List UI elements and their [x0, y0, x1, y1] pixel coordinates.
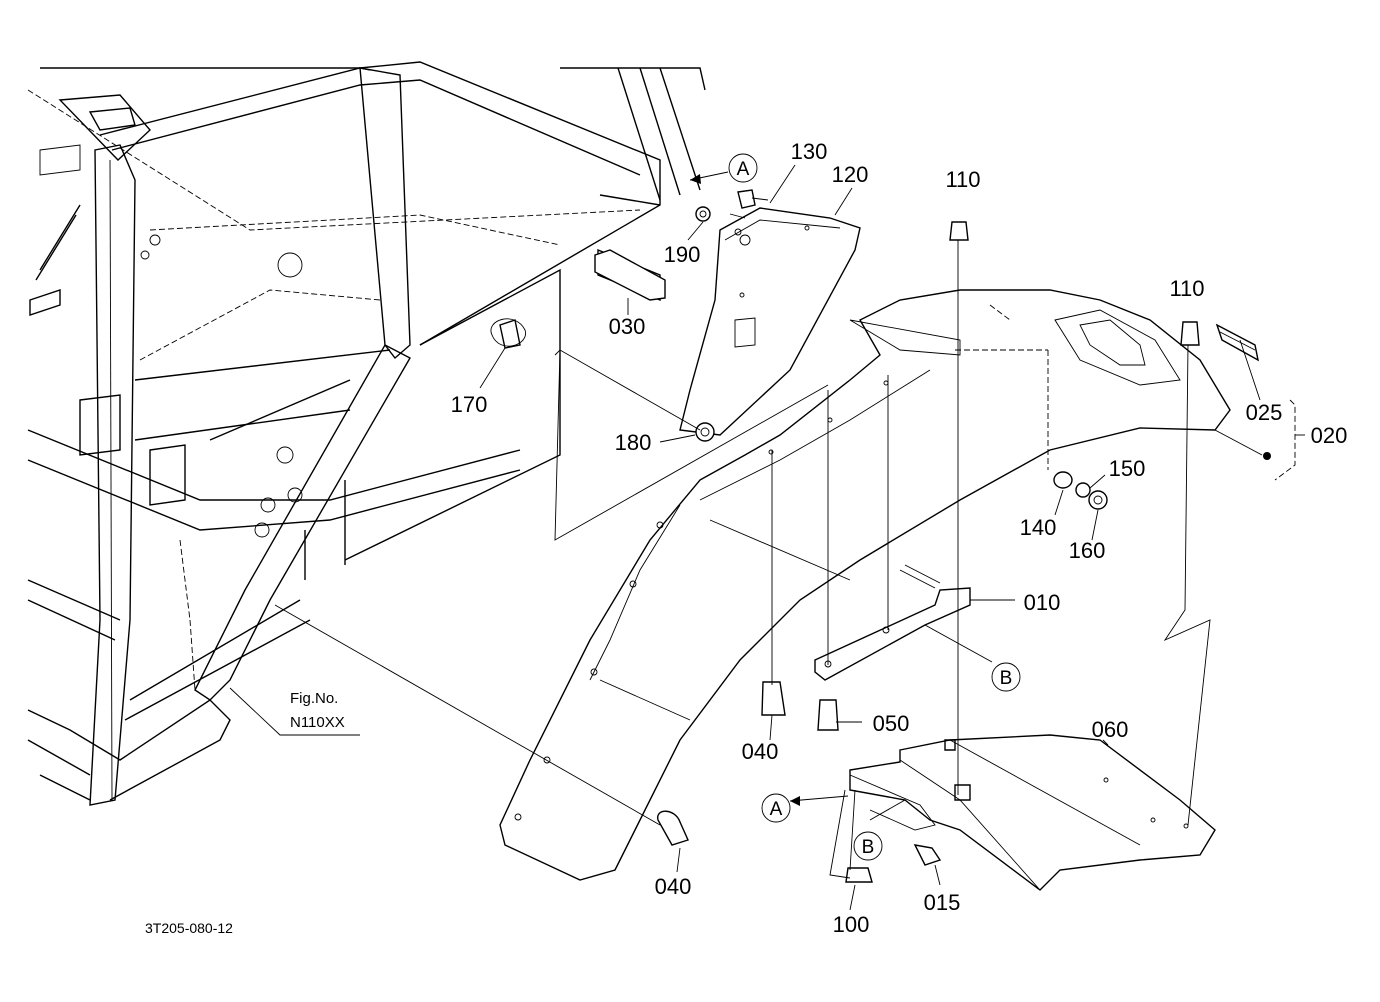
bracket-010	[814, 564, 971, 681]
callout-040-a: 040	[742, 739, 779, 764]
leader-lines	[274, 171, 1263, 879]
marker-a-top: A	[728, 153, 758, 183]
callout-180: 180	[615, 430, 652, 455]
fender-020	[499, 289, 1231, 881]
marker-b-right-text: B	[1000, 668, 1013, 689]
callout-060: 060	[1092, 717, 1129, 742]
callout-040-b: 040	[655, 874, 692, 899]
callout-025: 025	[1246, 400, 1283, 425]
cover-060	[849, 734, 1216, 891]
callout-170: 170	[451, 392, 488, 417]
callout-015: 015	[924, 890, 961, 915]
callout-030: 030	[609, 314, 646, 339]
marker-a-bottom-text: A	[770, 799, 783, 820]
marker-a-bottom: A	[761, 793, 791, 823]
callout-leaders	[229, 164, 1305, 911]
callout-120: 120	[832, 162, 869, 187]
cover-plate-120	[679, 207, 861, 436]
callout-020: 020	[1311, 423, 1348, 448]
fig-ref-label: Fig.No.	[290, 690, 338, 707]
marker-a-top-text: A	[737, 159, 750, 180]
callout-010: 010	[1024, 590, 1061, 615]
marker-b-bottom-text: B	[862, 837, 875, 858]
marker-b-bottom: B	[853, 831, 883, 861]
fig-reference[interactable]: Fig.No. N110XX	[290, 690, 345, 731]
drawing-code: 3T205-080-12	[145, 920, 233, 936]
marker-b-right: B	[991, 662, 1021, 692]
callout-140: 140	[1020, 515, 1057, 540]
callout-110-b: 110	[1169, 276, 1204, 301]
callout-190: 190	[664, 242, 701, 267]
fig-ref-number[interactable]: N110XX	[290, 714, 345, 731]
callout-130: 130	[791, 139, 828, 164]
callout-050: 050	[873, 711, 910, 736]
callout-160: 160	[1069, 538, 1106, 563]
callout-100: 100	[833, 912, 870, 937]
callout-110-a: 110	[945, 167, 980, 192]
callout-labels: 130 120 110 110 190 030 170 180 025 020 …	[451, 139, 1348, 937]
callout-150: 150	[1109, 456, 1146, 481]
fasteners	[490, 189, 1271, 883]
